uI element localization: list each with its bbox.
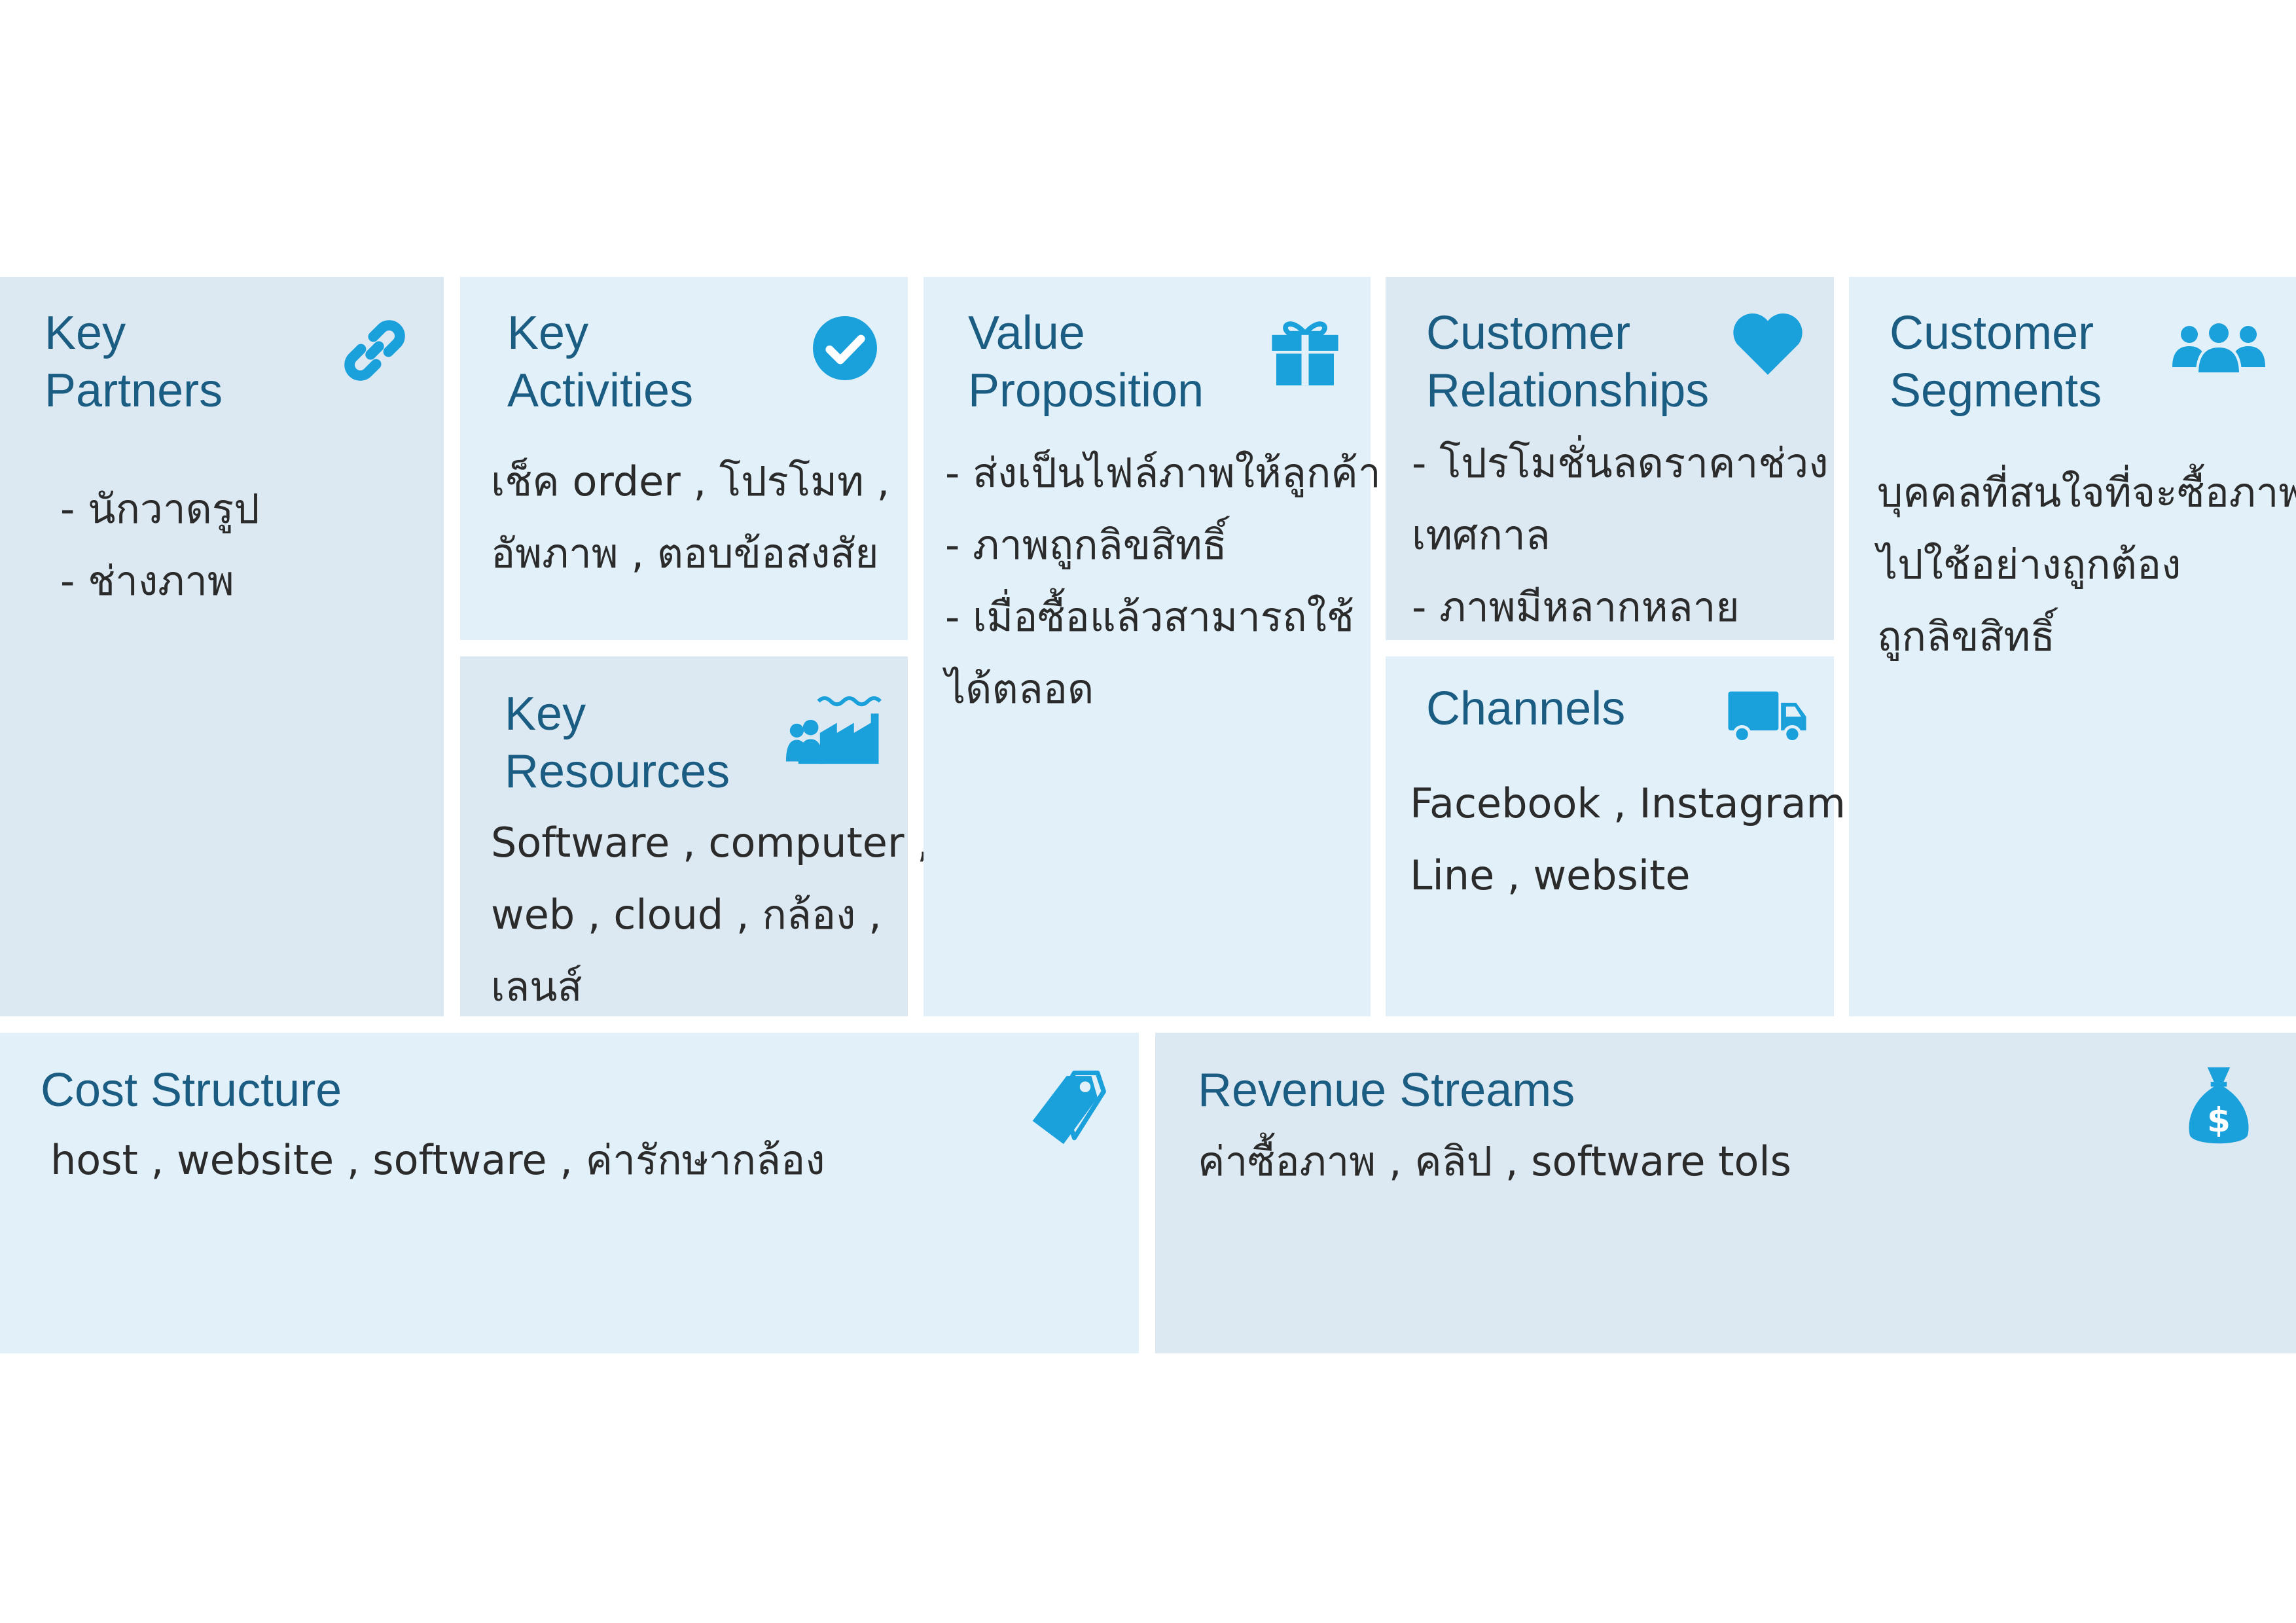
heart-icon [1731,311,1804,376]
cost-structure-body: host , website , software , ค่ารักษากล้อ… [50,1136,825,1184]
key-activities-cell: Key Activities เช็ค order , โปรโมท , อัพ… [460,277,908,640]
key-activities-title: Key Activities [507,307,694,417]
cost-structure-title: Cost Structure [41,1064,342,1116]
check-circle-icon [812,315,878,382]
key-partners-cell: Key Partners - นักวาดรูป - ช่างภาพ [0,277,444,1016]
value-proposition-body: - ส่งเป็นไฟล์ภาพให้ลูกค้า - ภาพถูกลิขสิท… [945,449,1381,713]
customer-relationships-title: Customer Relationships [1426,307,1710,417]
value-proposition-title: Value Proposition [968,307,1204,417]
customer-segments-body: บุคคลที่สนใจที่จะซื้อภาพ ไปใช้อย่างถูกต้… [1877,469,2296,660]
price-tag-icon [1029,1067,1107,1152]
channels-body: Facebook , Instagram , Line , website [1410,779,1872,899]
value-proposition-cell: Value Proposition - ส่งเป็นไฟล์ภาพให้ลูก… [924,277,1381,1016]
truck-icon [1726,685,1810,748]
key-resources-title: Key Resources [505,688,730,798]
channels-cell: Channels Facebook , Instagram , Line , w… [1386,656,1871,1016]
revenue-streams-cell: Revenue Streams $ ค่าซื้อภาพ , คลิป , so… [1155,1033,2296,1353]
key-resources-cell: Key Resources Software , computer , web … [460,656,930,1016]
revenue-streams-body: ค่าซื้อภาพ , คลิป , software tols [1198,1137,1791,1185]
users-icon [2170,320,2268,375]
customer-relationships-cell: Customer Relationships - โปรโมชั่นลดราคา… [1386,277,1834,640]
channels-title: Channels [1426,683,1626,735]
factory-icon [781,690,882,768]
gift-icon [1269,315,1341,387]
customer-segments-cell: Customer Segments บุคคลที่สนใจที่จะซื้อภ… [1849,277,2296,1016]
key-resources-body: Software , computer , web , cloud , กล้อ… [491,819,930,1010]
link-icon [340,316,409,385]
cost-structure-cell: Cost Structure host , website , software… [0,1033,1139,1353]
key-partners-body: - นักวาดรูป - ช่างภาพ [60,485,260,605]
svg-text:$: $ [2207,1101,2231,1140]
key-partners-title: Key Partners [45,307,223,417]
customer-relationships-body: - โปรโมชั่นลดราคาช่วง เทศกาล - ภาพมีหลาก… [1412,439,1829,631]
customer-segments-title: Customer Segments [1890,307,2102,417]
revenue-streams-title: Revenue Streams [1198,1064,1575,1116]
money-bag-icon: $ [2186,1064,2251,1148]
key-activities-body: เช็ค order , โปรโมท , อัพภาพ , ตอบข้อสงส… [491,457,890,577]
